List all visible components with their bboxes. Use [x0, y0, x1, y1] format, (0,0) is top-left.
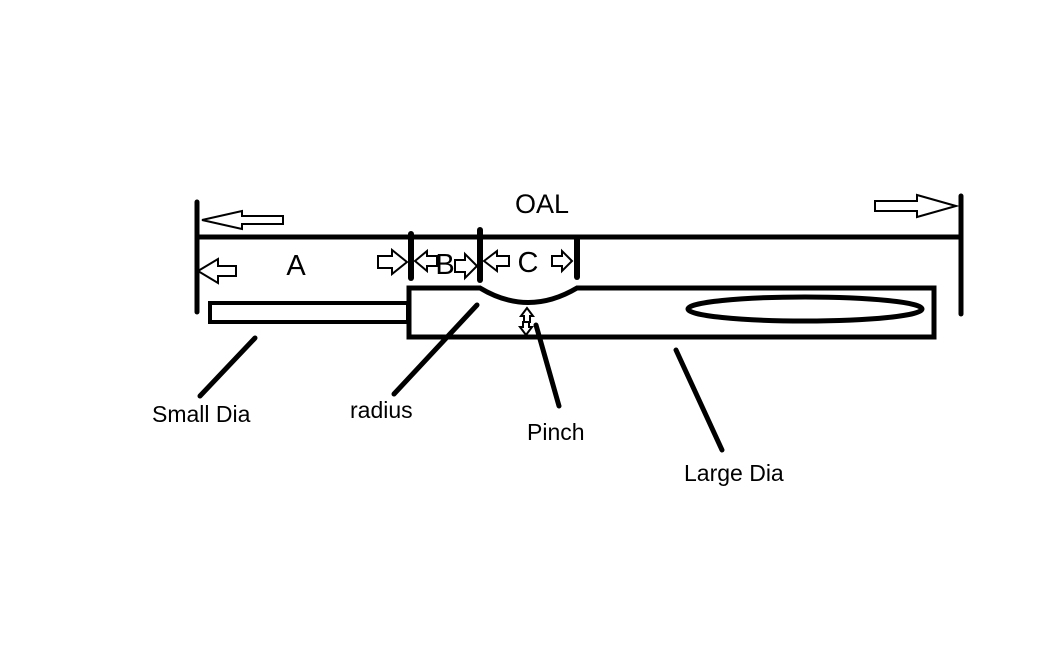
radius-leader [391, 302, 480, 397]
small-diameter-shaft [208, 301, 410, 324]
leader-lines [197, 302, 725, 453]
oal-label: OAL [515, 189, 569, 219]
section-b-right-arrow [454, 251, 479, 281]
small-dia-label: Small Dia [152, 401, 251, 427]
section-a-left-arrow [196, 257, 237, 285]
pinch-label: Pinch [527, 419, 585, 445]
section-c-right-arrow [551, 248, 574, 274]
dimension-lines [194, 193, 964, 317]
section-b-left-arrow [413, 248, 438, 274]
dimension-arrows [196, 193, 960, 337]
labels: OAL A B C Small Dia radius Pinch Large D… [152, 189, 784, 486]
small-dia-leader [197, 335, 258, 399]
pinch-down-arrow [518, 321, 534, 337]
section-c-label: C [518, 247, 539, 279]
large-dia-leader [673, 347, 725, 453]
oal-left-arrow [201, 209, 284, 231]
large-diameter-body [406, 285, 937, 340]
bore-slot-ellipse [685, 294, 925, 324]
pinch-leader [533, 322, 562, 409]
section-a-right-arrow [377, 247, 409, 277]
part-outline [208, 285, 937, 340]
large-dia-label: Large Dia [684, 460, 784, 486]
section-b-label: B [435, 249, 454, 281]
section-a-label: A [286, 250, 306, 282]
radius-label: radius [350, 397, 413, 423]
section-c-left-arrow [482, 248, 510, 274]
oal-right-arrow [874, 193, 960, 219]
